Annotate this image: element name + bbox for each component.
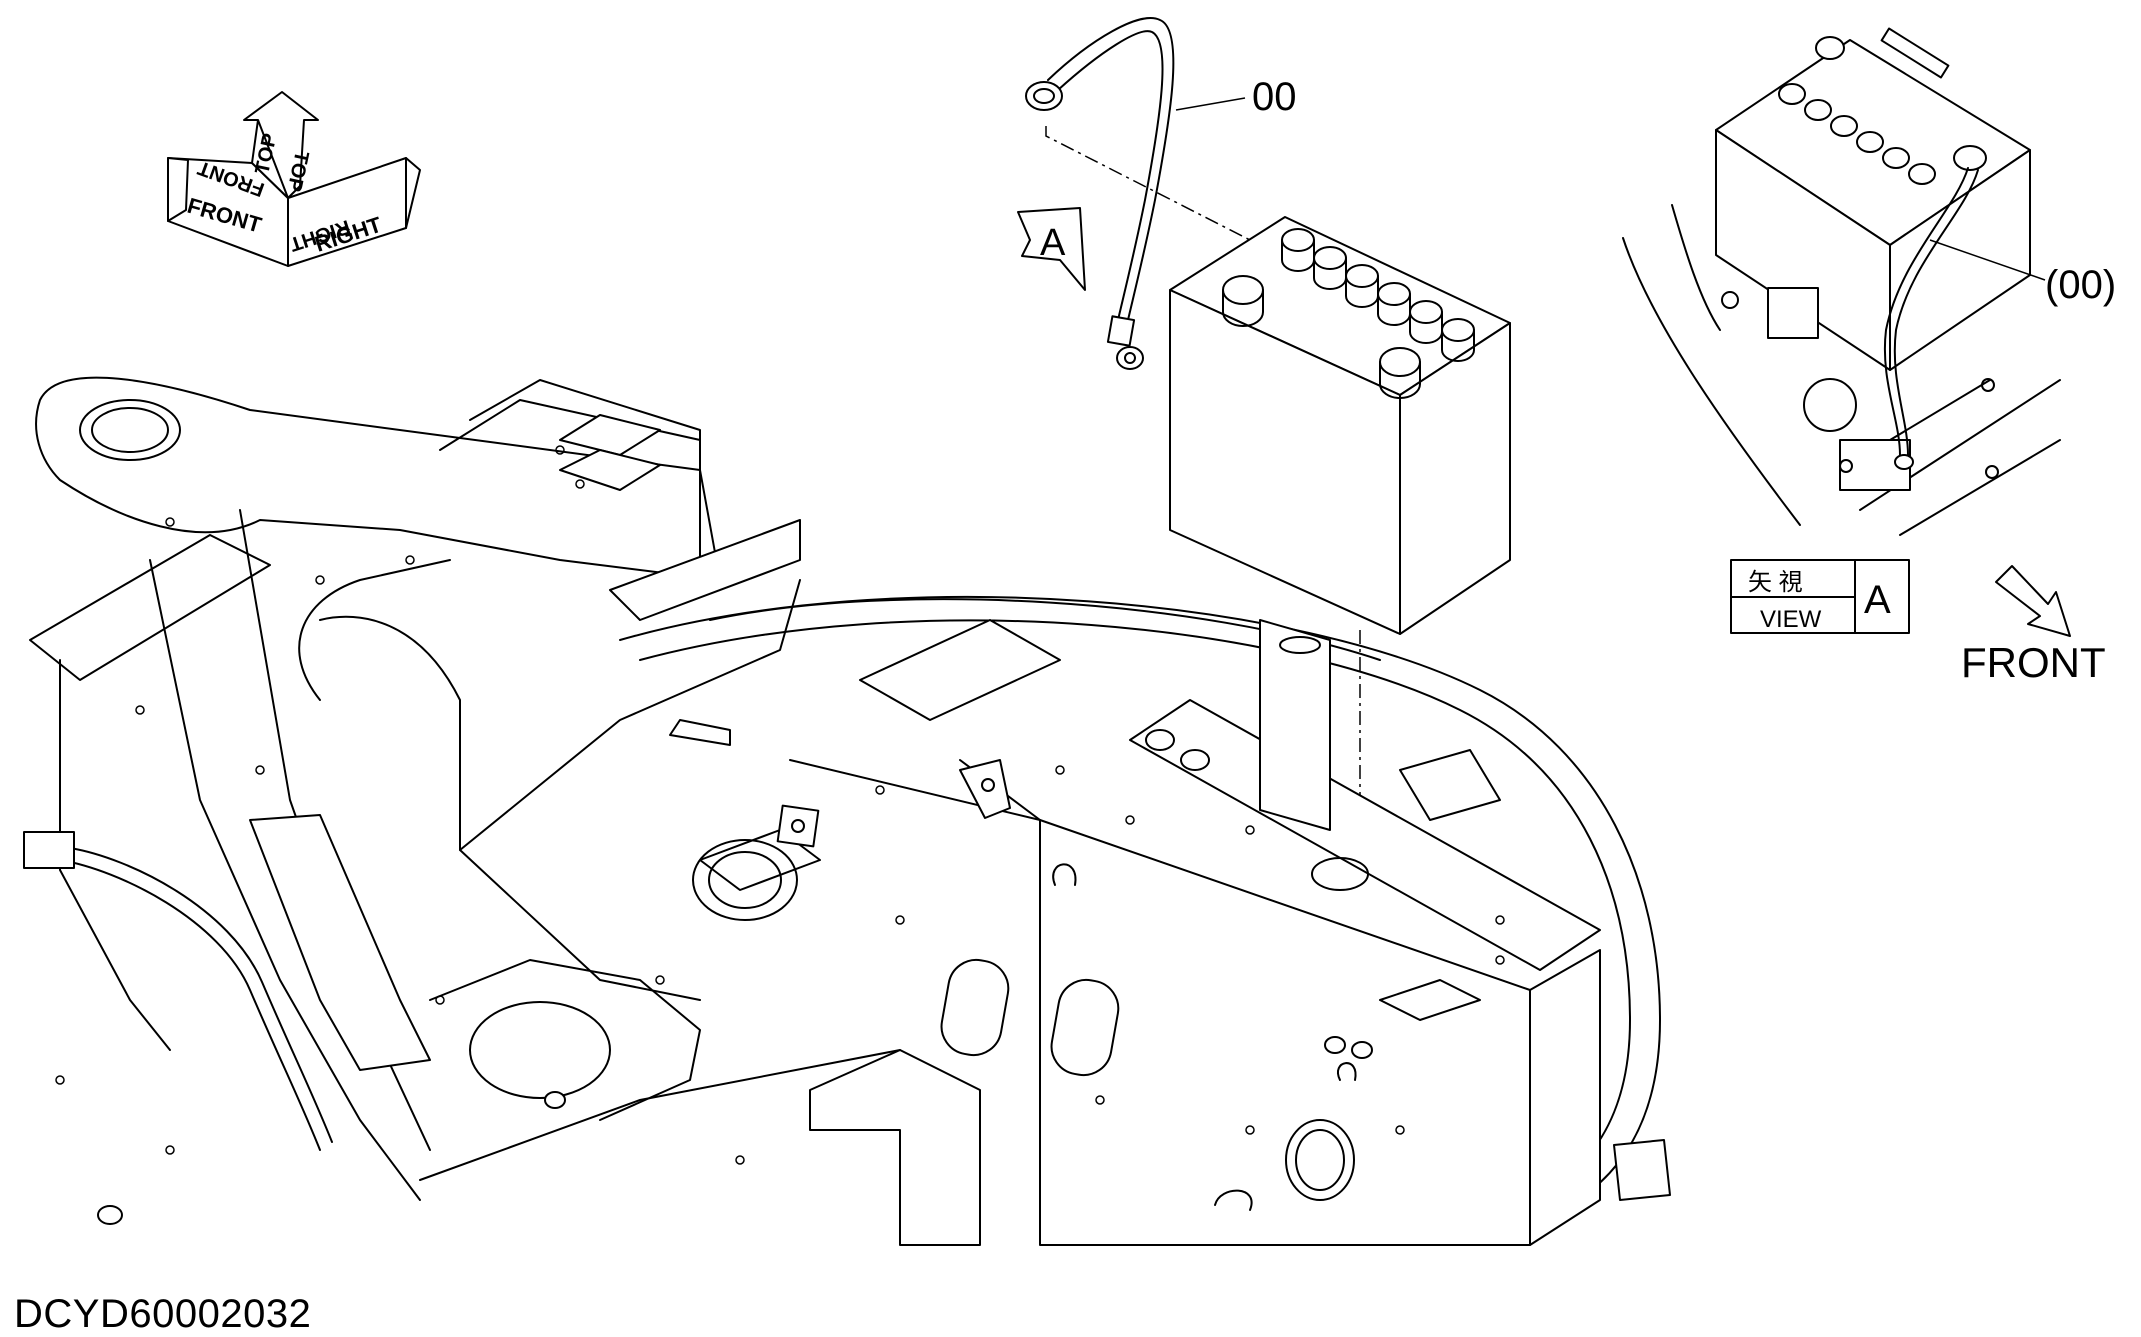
part-label-00-ref: (00) [2045, 263, 2116, 307]
view-a-box [1730, 559, 1910, 634]
bolt-holes [55, 445, 1505, 1165]
revolving-frame [23, 376, 1671, 1246]
view-box-kanji: 矢 視 [1748, 569, 1803, 596]
view-box-letter: A [1864, 578, 1891, 622]
battery [1169, 216, 1511, 635]
front-arrow-icon [1995, 565, 2071, 637]
view-marker-a: A [1040, 222, 1066, 264]
part-label-00: 00 [1252, 75, 1297, 119]
orientation-arrows-icon: FRONT FRONT TOP TOP RIGHT RIGHT [167, 91, 421, 267]
view-a-arrow-icon [1017, 207, 1086, 291]
front-label: FRONT [1961, 639, 2106, 686]
view-box-word: VIEW [1760, 606, 1822, 633]
drawing-code: DCYD60002032 [14, 1292, 312, 1336]
battery-terminal-posts [1222, 228, 1475, 399]
battery-cable [1025, 17, 1246, 370]
detail-view-a [1622, 27, 2061, 536]
